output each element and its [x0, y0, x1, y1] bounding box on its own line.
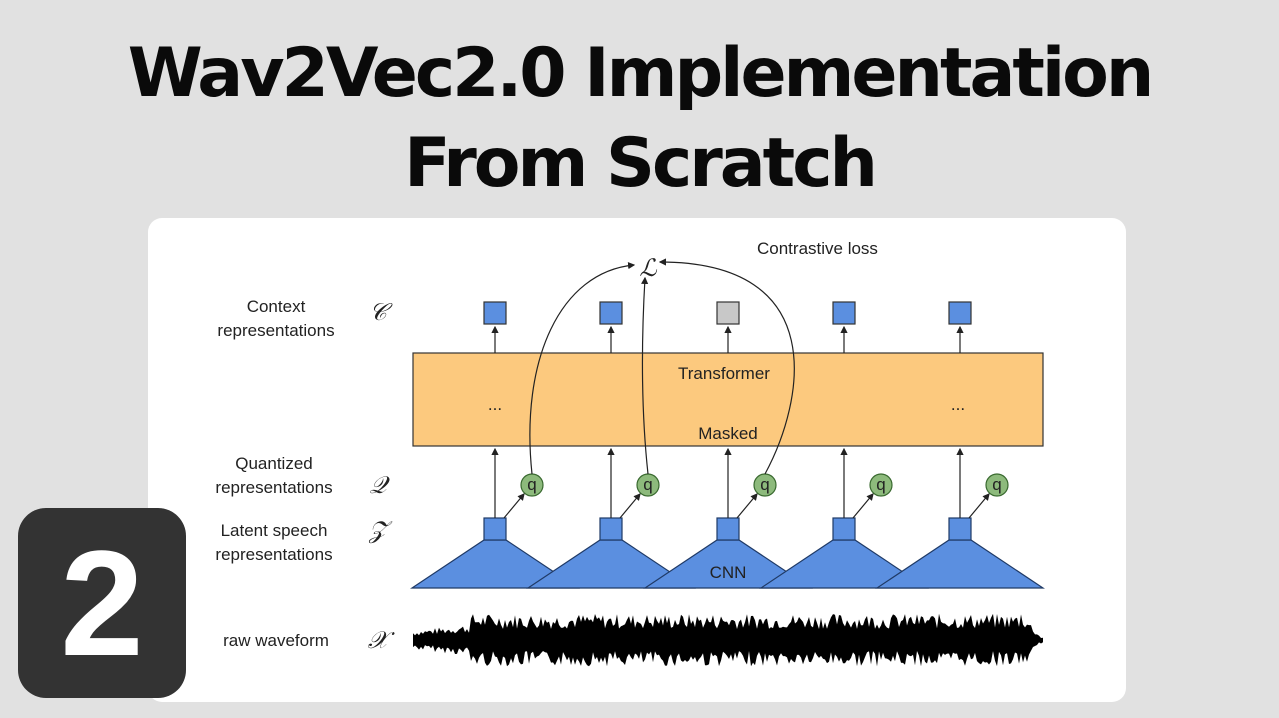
quantizer-label: q [643, 475, 652, 494]
context-box [599, 301, 623, 325]
waveform-label: raw waveform [223, 631, 329, 650]
context-box [832, 301, 856, 325]
diagram-card [148, 218, 1126, 702]
quantized-symbol: 𝒬 [369, 471, 390, 499]
cnn-label: CNN [710, 563, 747, 582]
quantize-arrow [736, 493, 758, 519]
latent-box [716, 517, 740, 541]
quantizer-label: q [760, 475, 769, 494]
loss-arrow-1 [529, 261, 636, 475]
context-box [948, 301, 972, 325]
quantize-arrow [503, 493, 525, 519]
loss-arrow-3 [658, 258, 795, 475]
quantized-label-2: representations [215, 478, 332, 497]
latent-box [483, 517, 507, 541]
latent-symbol: 𝒵 [368, 516, 393, 544]
cnn-encoder [875, 539, 1045, 589]
context-symbol: 𝒞 [369, 298, 393, 326]
quantize-arrow [852, 493, 874, 519]
ellipsis-left: ... [488, 395, 502, 414]
transformer-label: Transformer [678, 364, 770, 383]
loss-arrow-2 [641, 276, 649, 475]
latent-label-1: Latent speech [221, 521, 328, 540]
masked-label: Masked [698, 424, 758, 443]
title-line-2: From Scratch [404, 124, 878, 203]
episode-number-badge: 2 [18, 508, 186, 698]
latent-label-2: representations [215, 545, 332, 564]
quantized-label-1: Quantized [235, 454, 313, 473]
waveform-symbol: 𝒳 [368, 626, 396, 654]
quantizer-label: q [992, 475, 1001, 494]
quantizer-circle [869, 473, 893, 497]
contrastive-loss-label: Contrastive loss [757, 239, 878, 258]
title-line-1: Wav2Vec2.0 Implementation [127, 34, 1155, 113]
quantize-arrow [968, 493, 990, 519]
quantizer-label: q [876, 475, 885, 494]
masked-context-box [716, 301, 740, 325]
ellipsis-right: ... [951, 395, 965, 414]
latent-box [599, 517, 623, 541]
quantize-arrow [619, 493, 641, 519]
context-label-1: Context [247, 297, 306, 316]
quantizer-circle [985, 473, 1009, 497]
context-label-2: representations [217, 321, 334, 340]
raw-waveform [413, 613, 1043, 667]
loss-symbol: ℒ [639, 254, 657, 282]
transformer-block [412, 352, 1044, 447]
latent-box [832, 517, 856, 541]
latent-box [948, 517, 972, 541]
context-box [483, 301, 507, 325]
quantizer-label: q [527, 475, 536, 494]
